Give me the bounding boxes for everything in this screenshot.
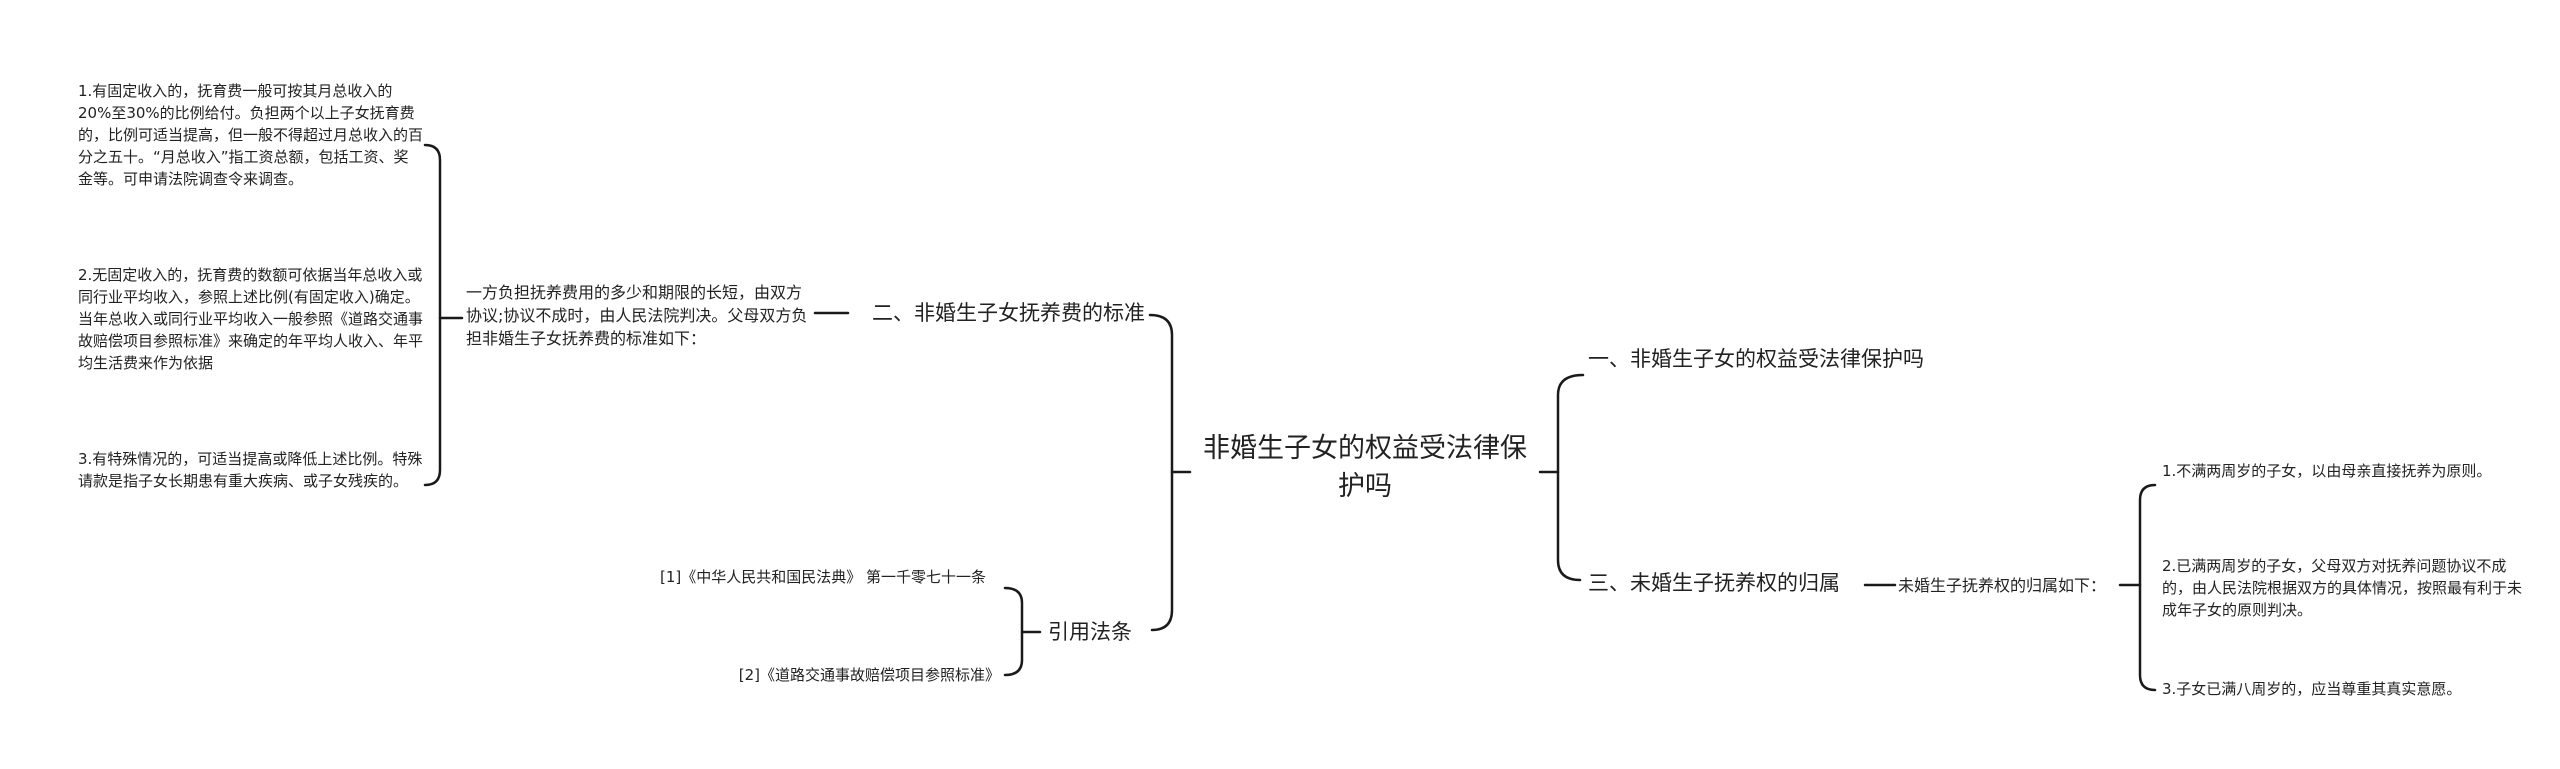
citation-item-1[interactable]: [1]《中华人民共和国民法典》 第一千零七十一条 xyxy=(660,568,987,586)
custody-item-2[interactable]: 2.已满两周岁的子女，父母双方对抚养问题协议不成的，由人民法院根据双方的具体情况… xyxy=(2162,557,2523,619)
support-intro[interactable]: 一方负担抚养费用的多少和期限的长短，由双方协议;协议不成时，由人民法院判决。父母… xyxy=(466,283,808,348)
custody-intro[interactable]: 未婚生子抚养权的归属如下： xyxy=(1898,576,2107,595)
branch-support-standard[interactable]: 二、非婚生子女抚养费的标准 xyxy=(872,301,1145,325)
branch-rights-protected[interactable]: 一、非婚生子女的权益受法律保护吗 xyxy=(1588,347,1924,371)
custody-item-1[interactable]: 1.不满两周岁的子女，以由母亲直接抚养为原则。 xyxy=(2162,462,2492,480)
citation-item-2[interactable]: [2]《道路交通事故赔偿项目参照标准》 xyxy=(738,666,1000,684)
support-item-3[interactable]: 3.有特殊情况的，可适当提高或降低上述比例。特殊请款是指子女长期患有重大疾病、或… xyxy=(78,450,423,490)
root-topic[interactable]: 非婚生子女的权益受法律保护吗 xyxy=(1203,433,1527,502)
bracket-branch3-items xyxy=(2138,483,2157,692)
bracket-branch2-items xyxy=(423,143,442,487)
support-item-2[interactable]: 2.无固定收入的，抚育费的数额可依据当年总收入或同行业平均收入，参照上述比例(有… xyxy=(78,266,424,372)
bracket-citations xyxy=(1003,586,1024,677)
support-item-1[interactable]: 1.有固定收入的，抚育费一般可按其月总收入的20%至30%的比例给付。负担两个以… xyxy=(78,82,424,188)
bracket-left-main xyxy=(1148,313,1174,632)
branch-custody[interactable]: 三、未婚生子抚养权的归属 xyxy=(1588,571,1840,595)
branch-citations[interactable]: 引用法条 xyxy=(1048,620,1132,644)
bracket-right-main xyxy=(1556,373,1585,582)
custody-item-3[interactable]: 3.子女已满八周岁的，应当尊重其真实意愿。 xyxy=(2162,680,2462,698)
